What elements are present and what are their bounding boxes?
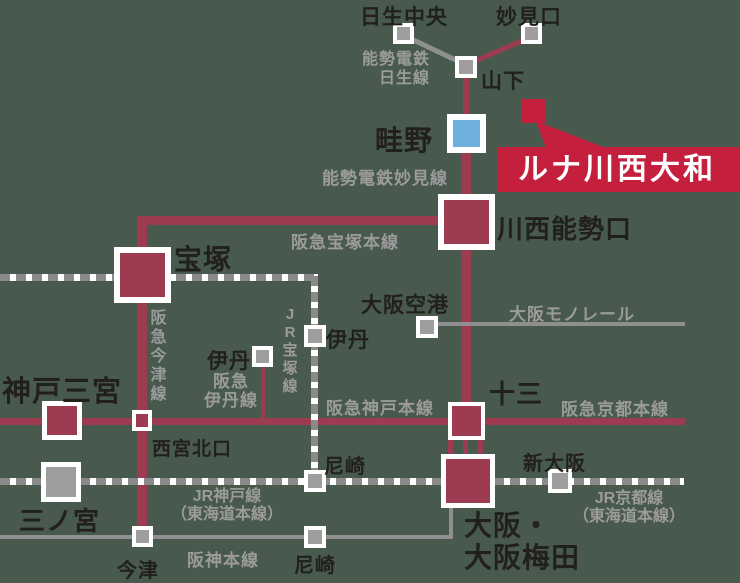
line-label-osaka-monorail: 大阪モノレール bbox=[509, 305, 635, 324]
line-nose-myoken-diagonal bbox=[467, 35, 530, 67]
station-label-osaka-airport: 大阪空港 bbox=[361, 294, 449, 317]
station-marker-osaka-umeda bbox=[441, 454, 495, 508]
line-label-jr-takarazuka-chars: 宝塚線 bbox=[282, 342, 298, 395]
line-jr-kobe bbox=[0, 478, 444, 485]
station-label-osaka-umeda-line2: 大阪梅田 bbox=[464, 542, 581, 573]
station-label-amagasaki-hanshin: 尼崎 bbox=[294, 555, 336, 577]
station-marker-sannomiya bbox=[41, 462, 81, 502]
line-label-jr-kobe-line2: （東海道本線） bbox=[170, 506, 283, 523]
line-hankyu-kobe bbox=[0, 418, 466, 425]
station-label-osaka-umeda: 大阪・ 大阪梅田 bbox=[464, 510, 580, 574]
line-hankyu-imazu-vertical bbox=[137, 216, 147, 528]
line-label-jr-kyoto-line1: JR京都線 bbox=[594, 490, 664, 507]
banner-pointer bbox=[536, 121, 606, 148]
line-label-nose-nissei-line1: 能勢電鉄 bbox=[361, 51, 430, 68]
line-hankyu-itami bbox=[261, 357, 265, 421]
line-juso-umeda-3 bbox=[478, 438, 483, 457]
line-label-hankyu-takarazuka: 阪急宝塚本線 bbox=[291, 233, 399, 252]
station-marker-itami-hankyu bbox=[252, 346, 273, 367]
station-marker-yamashita bbox=[455, 56, 477, 78]
line-label-jr-kyoto-line2: （東海道本線） bbox=[572, 508, 685, 525]
station-label-yamashita: 山下 bbox=[481, 70, 525, 93]
station-label-imazu: 今津 bbox=[117, 560, 159, 582]
station-marker-imazu bbox=[132, 526, 153, 547]
station-label-takarazuka: 宝塚 bbox=[174, 244, 233, 275]
station-marker-amagasaki-jr bbox=[304, 470, 326, 492]
line-label-hankyu-imazu: 阪急今津線 bbox=[150, 310, 167, 403]
line-jr-takarazuka-vertical bbox=[311, 276, 318, 478]
line-label-nose-nissei: 能勢電鉄 日生線 bbox=[350, 50, 430, 88]
line-label-hankyu-itami: 阪急 伊丹線 bbox=[199, 372, 263, 410]
line-nose-nissei-diagonal bbox=[403, 33, 466, 67]
station-marker-kawanishi-noseguchi bbox=[438, 194, 495, 250]
station-label-juso: 十三 bbox=[489, 379, 544, 409]
line-label-hankyu-kyoto: 阪急京都本線 bbox=[561, 400, 669, 419]
station-marker-myokenguchi bbox=[521, 23, 542, 44]
line-label-nose-nissei-line2: 日生線 bbox=[378, 70, 430, 87]
line-takarazuka-corridor bbox=[461, 144, 471, 405]
line-label-hanshin: 阪神本線 bbox=[187, 551, 259, 570]
station-label-shin-osaka: 新大阪 bbox=[523, 453, 586, 475]
station-label-amagasaki-jr: 尼崎 bbox=[324, 456, 366, 478]
property-name-banner: ルナ川西大和 bbox=[498, 147, 740, 192]
line-label-jr-kobe-line1: JR神戸線 bbox=[192, 488, 262, 505]
station-marker-nissei-chuo bbox=[393, 23, 414, 44]
line-nose-myoken-upper bbox=[463, 72, 469, 122]
line-label-hankyu-itami-line2: 伊丹線 bbox=[204, 391, 258, 410]
line-label-jr-takarazuka-prefix: JR bbox=[284, 306, 296, 341]
station-label-myokenguchi: 妙見口 bbox=[496, 6, 562, 29]
line-label-hankyu-itami-line1: 阪急 bbox=[213, 372, 249, 391]
station-marker-uneno bbox=[447, 114, 486, 153]
line-label-jr-takarazuka: JR宝塚線 bbox=[281, 306, 299, 396]
station-marker-shin-osaka bbox=[548, 469, 572, 493]
line-label-nose-myoken: 能勢電鉄妙見線 bbox=[322, 169, 448, 188]
station-label-osaka-umeda-line1: 大阪・ bbox=[464, 510, 552, 541]
station-marker-amagasaki-hanshin bbox=[304, 526, 326, 548]
line-hankyu-takarazuka-horizontal bbox=[137, 216, 441, 225]
line-juso-umeda-2 bbox=[463, 438, 468, 457]
station-marker-juso bbox=[448, 402, 485, 440]
station-label-kawanishi-noseguchi: 川西能勢口 bbox=[497, 214, 633, 244]
station-label-nishinomiya-kitaguchi: 西宮北口 bbox=[152, 439, 233, 460]
line-label-jr-kyoto: JR京都線 （東海道本線） bbox=[572, 490, 686, 526]
property-location-marker bbox=[521, 99, 546, 123]
property-name-label: ルナ川西大和 bbox=[518, 153, 716, 186]
station-label-sannomiya: 三ノ宮 bbox=[19, 506, 101, 536]
line-osaka-monorail bbox=[427, 322, 685, 326]
line-juso-umeda-1 bbox=[448, 438, 453, 457]
station-label-kobe-sannomiya: 神戸三宮 bbox=[2, 376, 123, 408]
line-hankyu-kyoto bbox=[483, 418, 685, 425]
station-marker-kobe-sannomiya bbox=[42, 401, 82, 440]
station-marker-nishinomiya-kitaguchi bbox=[132, 410, 152, 431]
station-marker-osaka-airport bbox=[416, 316, 438, 338]
line-jr-kyoto bbox=[494, 478, 684, 485]
line-hanshin-horizontal bbox=[0, 535, 453, 539]
station-marker-takarazuka bbox=[114, 247, 171, 303]
station-label-uneno: 畦野 bbox=[375, 125, 434, 156]
line-hanshin-elbow bbox=[449, 500, 453, 539]
station-label-itami-jr: 伊丹 bbox=[326, 329, 370, 352]
station-marker-itami-jr bbox=[304, 325, 326, 347]
line-label-hankyu-kobe: 阪急神戸本線 bbox=[326, 399, 434, 418]
line-label-jr-kobe: JR神戸線 （東海道本線） bbox=[168, 488, 286, 524]
station-label-nissei-chuo: 日生中央 bbox=[360, 6, 448, 29]
station-label-itami-hankyu: 伊丹 bbox=[207, 350, 251, 373]
